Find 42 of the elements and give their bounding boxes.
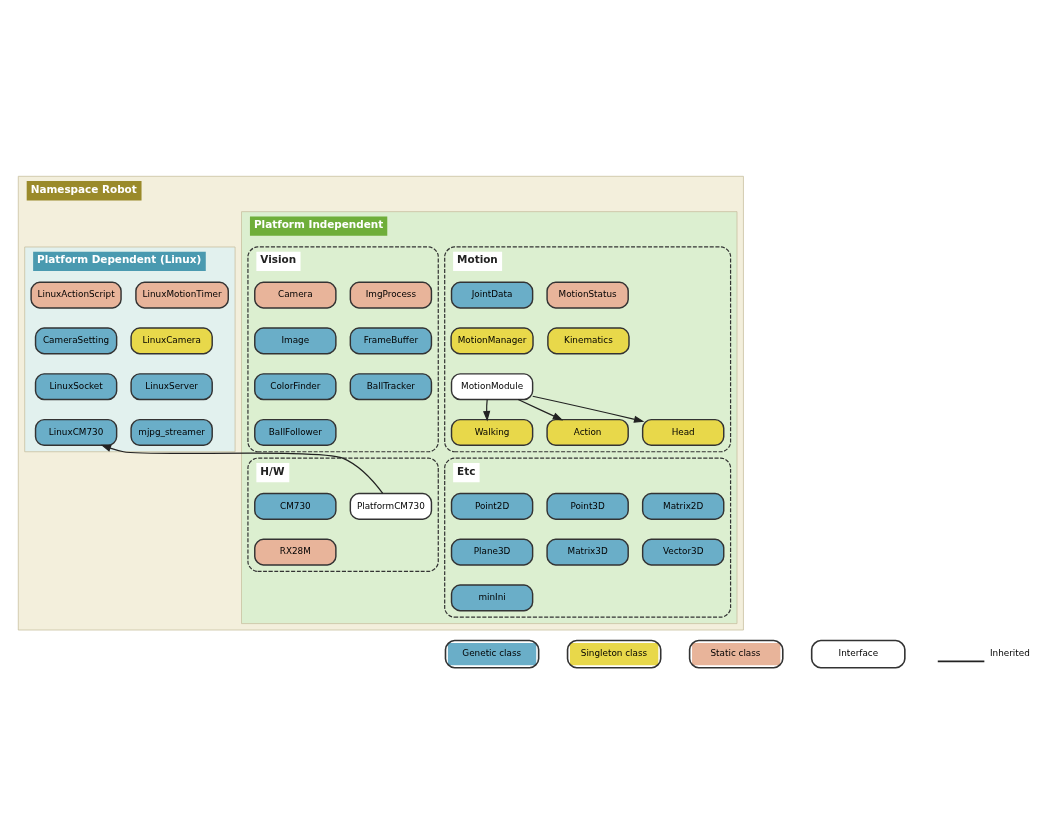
node-box: Walking bbox=[450, 418, 534, 447]
node-box: ImgProcess bbox=[349, 281, 433, 309]
node-box: LinuxMotionTimer bbox=[135, 281, 229, 309]
legend-label: Inherited bbox=[989, 648, 1030, 659]
node-box: LinuxServer bbox=[130, 373, 213, 401]
node-box: MotionManager bbox=[450, 327, 534, 355]
node-box: RX28M bbox=[254, 538, 337, 566]
node-box: BallTracker bbox=[349, 373, 433, 401]
arrow bbox=[100, 444, 384, 495]
node-box: LinuxCamera bbox=[130, 327, 213, 355]
node-box: PlatformCM730 bbox=[349, 492, 433, 520]
node-box: MotionModule bbox=[450, 373, 534, 401]
node-box: JointData bbox=[450, 281, 534, 309]
node-box: CameraSetting bbox=[34, 327, 118, 355]
node-box: mjpg_streamer bbox=[130, 418, 213, 447]
legend-label: Interface bbox=[838, 648, 879, 659]
node-box: CM730 bbox=[254, 492, 337, 520]
node-box: Image bbox=[254, 327, 337, 355]
node-box: LinuxCM730 bbox=[34, 418, 118, 447]
legend-label: Singleton class bbox=[580, 648, 648, 659]
node-box: Vector3D bbox=[641, 538, 725, 566]
node-box: FrameBuffer bbox=[349, 327, 433, 355]
node-box: Matrix3D bbox=[546, 538, 629, 566]
node-box: Camera bbox=[254, 281, 337, 309]
legend-label: Static class bbox=[710, 648, 761, 659]
node-box: Point2D bbox=[450, 492, 534, 520]
node-box: LinuxActionScript bbox=[30, 281, 122, 309]
node-box: ColorFinder bbox=[254, 373, 337, 401]
arrow bbox=[483, 398, 491, 422]
node-box: Head bbox=[641, 418, 725, 447]
arrow bbox=[532, 395, 645, 423]
node-box: Point3D bbox=[546, 492, 629, 520]
node-box: MotionStatus bbox=[546, 281, 629, 309]
arrow bbox=[517, 398, 564, 421]
node-box: BallFollower bbox=[254, 418, 337, 447]
node-box: Plane3D bbox=[450, 538, 534, 566]
node-box: minIni bbox=[450, 584, 534, 612]
legend-label: Genetic class bbox=[462, 648, 522, 659]
node-box: Matrix2D bbox=[641, 492, 725, 520]
node-box: LinuxSocket bbox=[34, 373, 118, 401]
node-box: Action bbox=[546, 418, 629, 447]
node-box: Kinematics bbox=[547, 327, 630, 355]
